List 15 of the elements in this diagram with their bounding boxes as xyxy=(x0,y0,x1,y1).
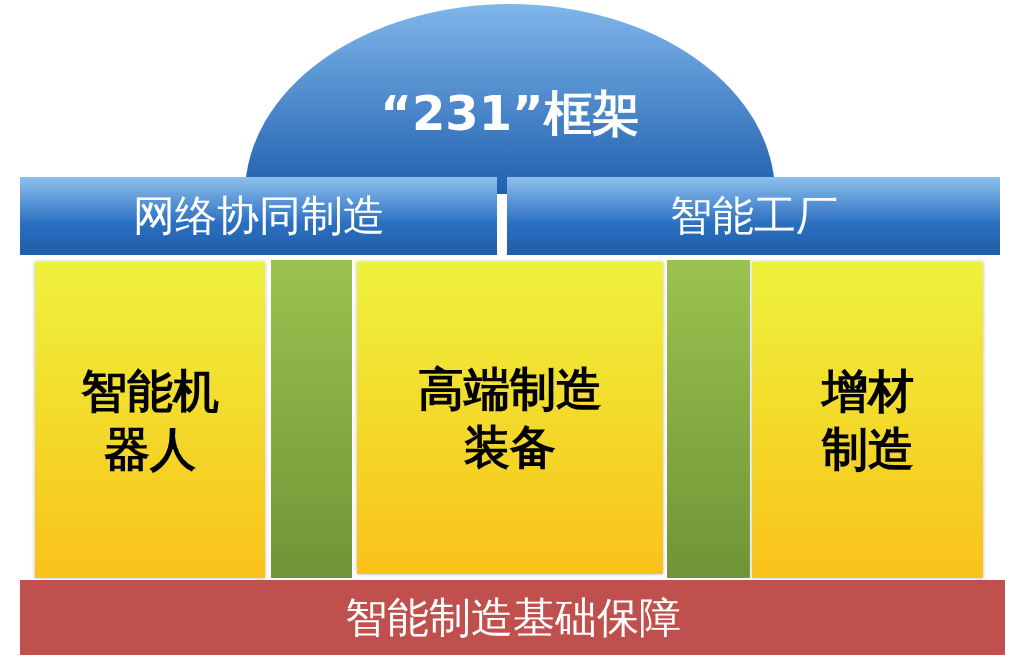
layer-label: 智能工厂 xyxy=(669,190,838,242)
pillar-panel xyxy=(35,262,265,578)
layer-label: 智能制造基础保障 xyxy=(344,591,681,644)
pillar-bar xyxy=(667,260,750,578)
pillar-label: 增材制造 xyxy=(819,363,915,478)
layer-label: 网络协同制造 xyxy=(132,190,385,242)
layer-band xyxy=(507,177,1000,255)
pillar-label: 高端制造装备 xyxy=(417,361,603,476)
pillar-panel xyxy=(357,262,663,574)
pillar-bar xyxy=(271,260,352,578)
dome-title: “231”框架 xyxy=(380,84,640,143)
layer-band xyxy=(20,177,497,255)
base-band xyxy=(20,580,1005,655)
pillar-panel xyxy=(752,262,983,578)
pillar-label: 智能机器人 xyxy=(80,363,220,478)
